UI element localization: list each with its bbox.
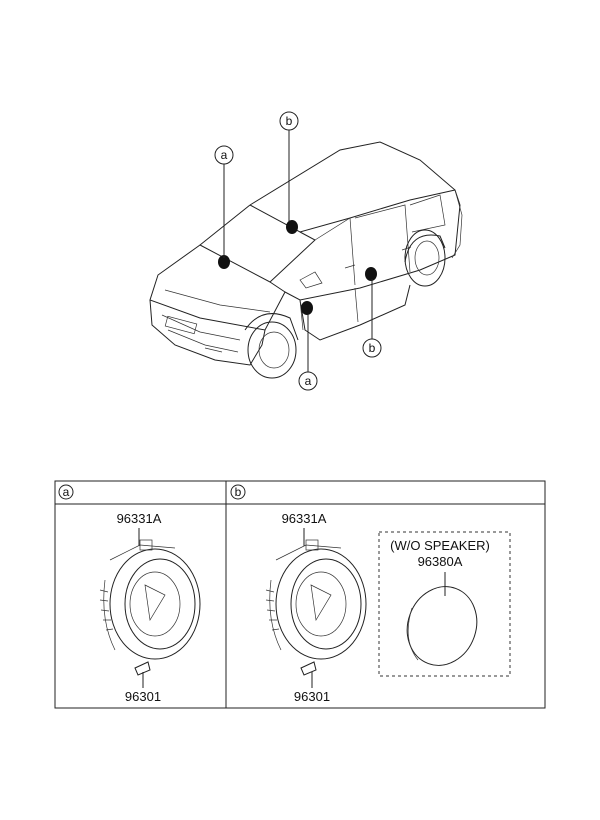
callout-a-bottom: a	[298, 371, 318, 391]
callout-leaders	[223, 130, 373, 372]
panel-b-screw-part-no: 96301	[294, 689, 330, 704]
marker-front-left-top	[218, 255, 230, 269]
callout-b-top: b	[279, 111, 299, 131]
panel-a: 96331A 96301	[99, 511, 201, 704]
marker-rear-door	[365, 267, 377, 281]
panel-b-speaker-part-no: 96331A	[282, 511, 327, 526]
speaker-location-markers	[218, 220, 377, 315]
table-header-a: a	[58, 484, 74, 500]
screw-icon	[134, 661, 151, 688]
svg-text:b: b	[369, 341, 376, 355]
marker-front-door	[301, 301, 313, 315]
panel-a-screw-part-no: 96301	[125, 689, 161, 704]
speaker-icon	[99, 539, 201, 660]
option-label: (W/O SPEAKER)	[390, 538, 490, 553]
svg-text:a: a	[221, 148, 228, 162]
speaker-cover-icon	[406, 586, 478, 666]
marker-rear-left-top	[286, 220, 298, 234]
svg-text:a: a	[63, 485, 70, 499]
car-illustration	[149, 141, 463, 379]
speaker-icon	[265, 539, 367, 660]
svg-text:a: a	[305, 374, 312, 388]
svg-text:b: b	[235, 485, 242, 499]
callout-b-bottom: b	[362, 338, 382, 358]
panel-b: 96331A 96301 (W/O SPEAKER) 96380A	[265, 511, 511, 704]
cover-part-no: 96380A	[418, 554, 463, 569]
svg-text:b: b	[286, 114, 293, 128]
screw-icon	[300, 661, 317, 688]
callout-a-top: a	[214, 145, 234, 165]
parts-table	[54, 480, 546, 709]
panel-a-speaker-part-no: 96331A	[117, 511, 162, 526]
table-header-b: b	[230, 484, 246, 500]
